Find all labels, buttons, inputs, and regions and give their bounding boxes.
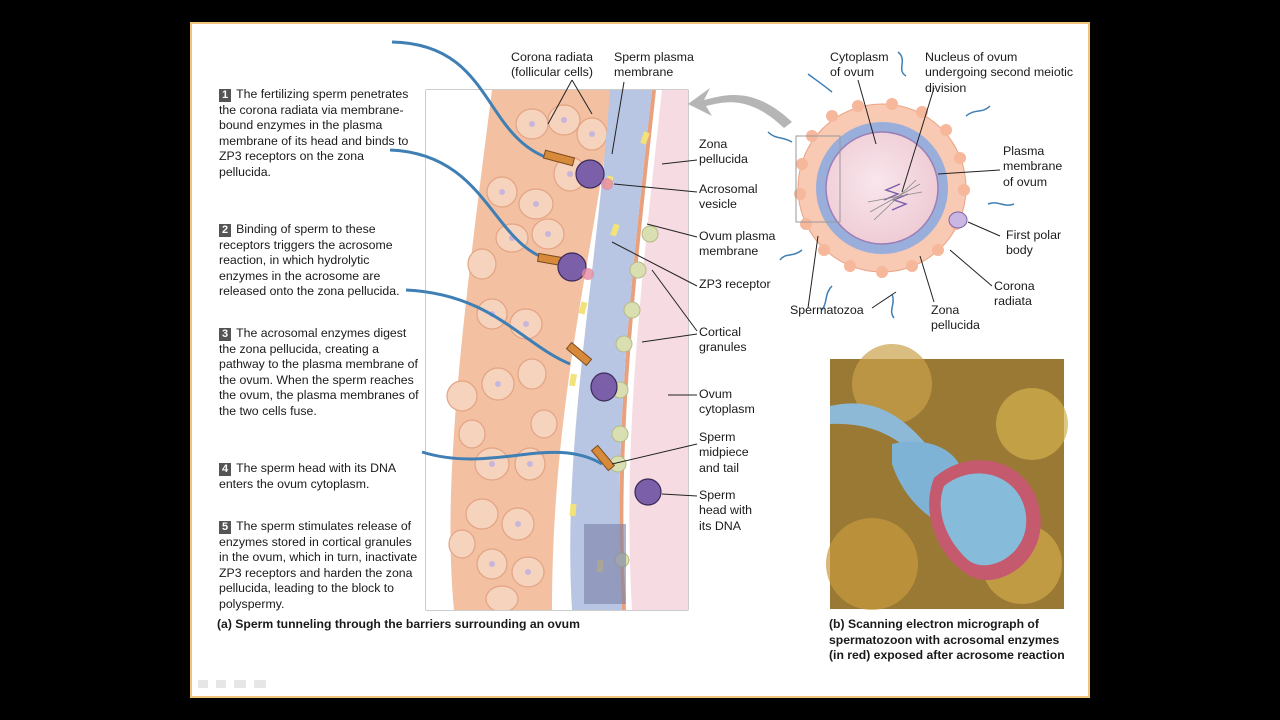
pointer-arrow <box>688 88 792 128</box>
label-zp3-receptor: ZP3 receptor <box>699 277 771 291</box>
step-text: The sperm stimulates release of enzymes … <box>219 519 418 611</box>
label-sperm-midpiece: Sperm midpiece and tail <box>699 430 749 475</box>
step-text: The acrosomal enzymes digest the zona pe… <box>219 326 419 418</box>
sperm-tails <box>389 40 603 466</box>
hardened-zona <box>584 524 626 604</box>
label-cytoplasm-of-ovum: Cytoplasm of ovum <box>830 50 889 80</box>
step-text: Binding of sperm to these receptors trig… <box>219 222 400 299</box>
label-ovum-cytoplasm: Ovum cytoplasm <box>699 387 755 417</box>
caption-b: (b) Scanning electron micrograph of sper… <box>829 617 1065 662</box>
label-corona-radiata-ovum: Corona radiata <box>994 279 1035 309</box>
spermatozoa-tails <box>767 51 1015 319</box>
sem-micrograph <box>826 344 1068 610</box>
step-number: 4 <box>219 463 232 476</box>
ovum-diagram <box>794 98 970 278</box>
zona-pellucida-band <box>570 90 652 610</box>
meiotic-spindle <box>867 179 923 221</box>
step-number: 1 <box>219 89 232 102</box>
step-text: The sperm head with its DNA enters the o… <box>219 461 396 491</box>
leader-lines-ovum <box>807 79 1001 309</box>
label-corona-radiata: Corona radiata (follicular cells) <box>511 50 593 80</box>
step-number: 3 <box>219 328 232 341</box>
tissue-cross-section <box>426 90 688 610</box>
zoom-box <box>795 135 841 223</box>
leader-lines-a <box>547 79 698 497</box>
label-ovum-plasma-membrane: Ovum plasma membrane <box>699 229 776 259</box>
step-text: The fertilizing sperm penetrates the cor… <box>219 87 409 179</box>
label-spermatozoa: Spermatozoa <box>790 303 864 317</box>
step-number: 2 <box>219 224 232 237</box>
presentation-toolbar <box>198 680 266 688</box>
caption-a: (a) Sperm tunneling through the barriers… <box>217 617 580 631</box>
label-first-polar-body: First polar body <box>1006 228 1062 258</box>
label-sperm-plasma-membrane: Sperm plasma membrane <box>614 50 694 80</box>
fertilization-illustration <box>198 40 1068 688</box>
acrosomal-enzymes <box>582 178 613 280</box>
label-acrosomal-vesicle: Acrosomal vesicle <box>699 182 758 212</box>
sem-head <box>940 473 1027 566</box>
sem-tail <box>830 403 942 480</box>
label-sperm-head: Sperm head with its DNA <box>699 488 753 533</box>
sperm-heads <box>557 159 662 506</box>
label-plasma-membrane-of-ovum: Plasma membrane of ovum <box>1003 144 1063 189</box>
label-cortical-granules: Cortical granules <box>699 325 747 355</box>
step-number: 5 <box>219 521 232 534</box>
label-zona-pellucida-ovum: Zona pellucida <box>931 303 980 333</box>
label-zona-pellucida: Zona pellucida <box>699 137 748 167</box>
first-polar-body-shape <box>948 211 968 229</box>
ovum-body <box>825 131 939 245</box>
label-nucleus-of-ovum: Nucleus of ovum undergoing second meioti… <box>925 50 1074 95</box>
